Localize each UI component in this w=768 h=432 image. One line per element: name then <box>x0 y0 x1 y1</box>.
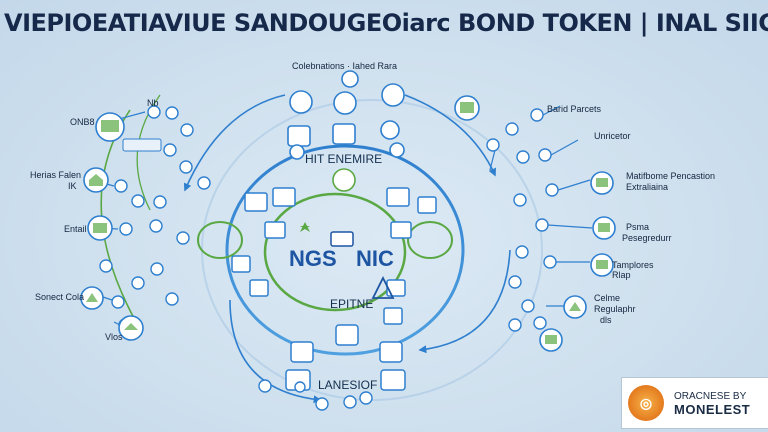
warning-icon <box>371 275 395 299</box>
right-label-5: Psma <box>626 222 650 232</box>
small-ring-left <box>197 221 243 259</box>
arc-top-left <box>183 94 286 192</box>
top-icons <box>287 70 405 192</box>
right-label-3: Matifbome Pencastion <box>626 171 716 181</box>
right-label-8: Rlap <box>612 270 631 280</box>
brand-line-2: MONELEST <box>674 402 751 417</box>
left-label-3: Herias Falen <box>30 170 82 180</box>
core-icons <box>231 187 437 391</box>
right-label-4: Extraliaina <box>626 182 669 192</box>
center-bottom-label: LANESIOF <box>318 378 378 392</box>
right-icons <box>454 95 616 352</box>
bottom-nodes <box>258 379 373 411</box>
right-label-11: dls <box>600 315 612 325</box>
brand-badge: ◎ ORACNESE BY MONELEST <box>621 377 768 429</box>
left-label-4: IK <box>68 181 77 191</box>
brand-line-1: ORACNESE BY <box>674 391 747 402</box>
arc-bottom-right <box>418 249 511 354</box>
brand-logo-icon: ◎ <box>628 385 664 421</box>
left-label-1: ONB8 <box>70 117 95 127</box>
core-right-text: NIC <box>356 246 394 271</box>
left-nodes <box>99 105 211 332</box>
arc-top-right <box>404 94 496 177</box>
center-upper-label: HIT ENEMIRE <box>305 152 383 166</box>
left-label-6: Sonect Cola <box>35 292 85 302</box>
right-label-1: Barid Parcets <box>547 104 602 114</box>
inner-ring <box>263 192 407 312</box>
left-label-7: Vlos <box>105 332 123 342</box>
center-lower-label: EPITNE <box>330 297 374 311</box>
brand-badge-text: ORACNESE BY MONELEST <box>674 390 750 416</box>
middle-ring <box>225 144 465 356</box>
core-left-text: NGS <box>289 246 337 271</box>
top-caption: Colebnations · Iahed Rara <box>292 61 398 71</box>
left-label-5: Entail <box>64 224 87 234</box>
left-label-2: Nb <box>147 98 159 108</box>
star-icon <box>300 222 310 232</box>
page-title: VIEPIOEATIAVIUE SANDOUGEOiarc BOND TOKEN… <box>4 9 768 37</box>
small-panel-icon <box>122 138 162 152</box>
arc-bottom-left <box>229 299 322 404</box>
right-label-9: Celme <box>594 293 621 303</box>
left-icons <box>80 112 144 341</box>
right-nodes <box>486 108 559 332</box>
right-label-6: Pesegredurr <box>622 233 672 243</box>
right-label-7: Tamplores <box>612 260 654 270</box>
right-connectors <box>489 105 593 307</box>
small-ring-right <box>407 221 453 259</box>
right-label-10: Regulaphr <box>594 304 636 314</box>
right-label-2: Unricetor <box>594 131 631 141</box>
